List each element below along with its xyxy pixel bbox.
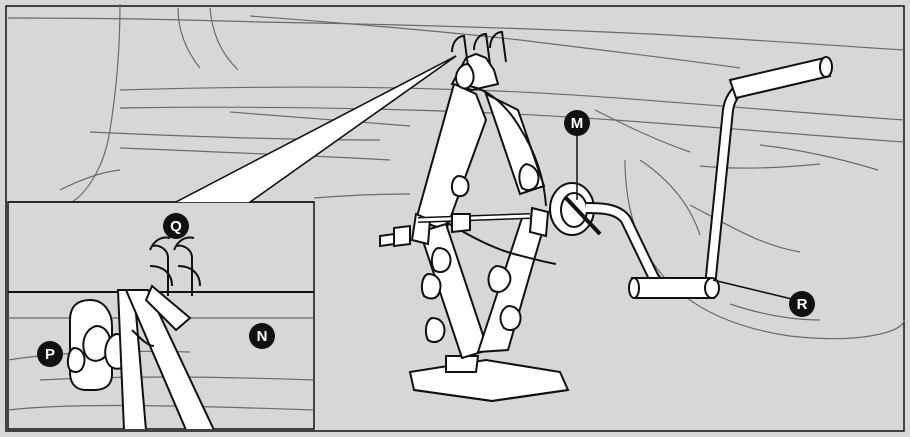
scissor-jack [379,30,602,403]
callout-label-q: Q [170,218,182,235]
callout-q: Q [163,213,189,239]
callout-label-n: N [257,328,268,345]
jack-handle [585,56,833,299]
callout-label-m: M [571,115,584,132]
callout-n: N [249,323,275,349]
callout-r: R [789,291,815,317]
callout-p: P [37,341,63,367]
inset-details [8,236,314,429]
outer-frame [5,5,905,432]
callout-label-p: P [45,346,55,363]
vehicle-outlines [7,3,905,340]
callout-m: M [564,110,590,136]
inset-panel [7,55,457,430]
callout-label-r: R [797,296,808,313]
